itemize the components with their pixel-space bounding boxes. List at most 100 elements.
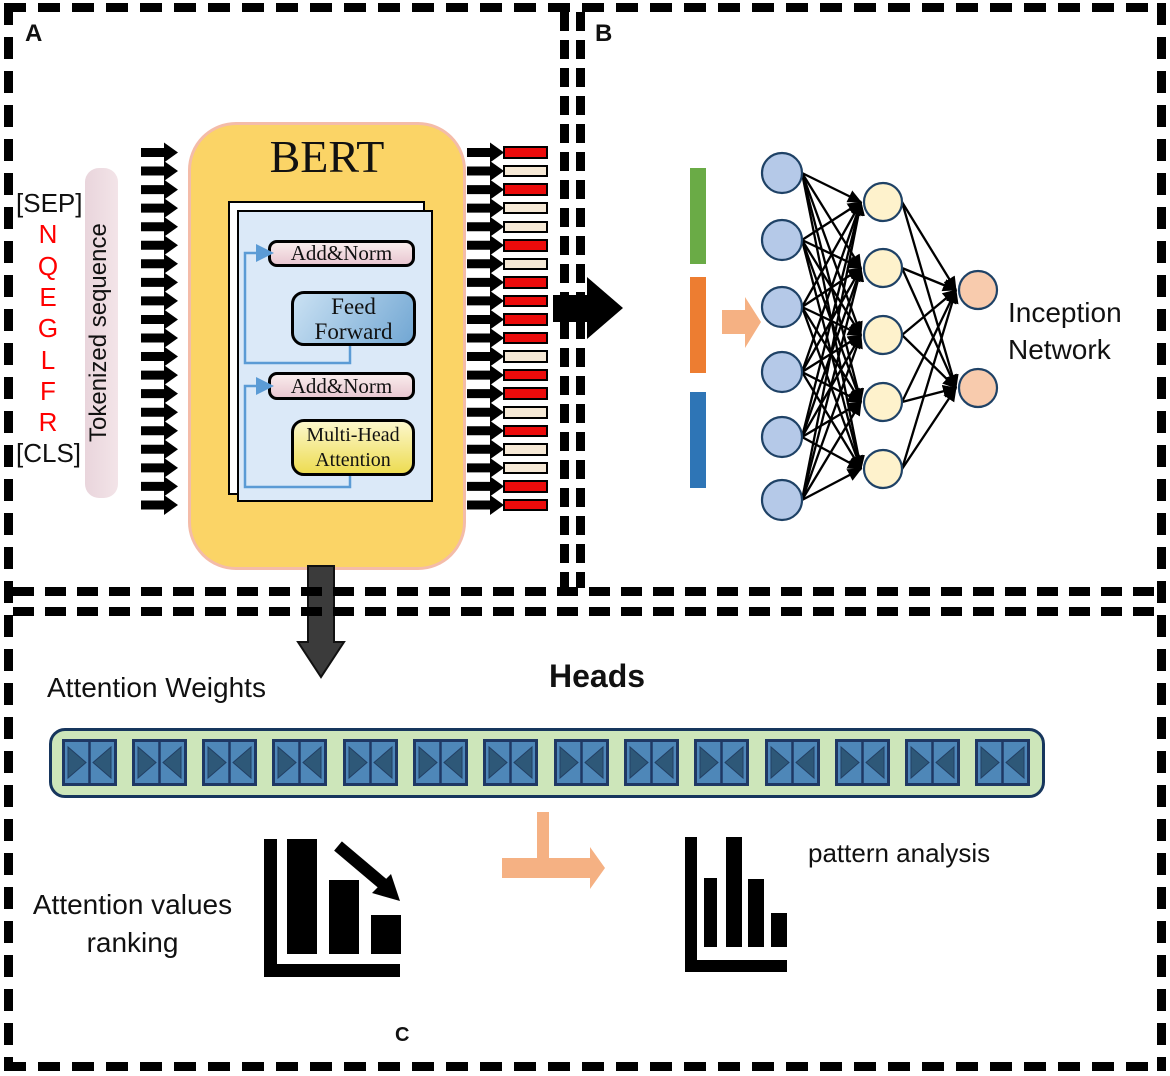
input-arrow [141,365,178,386]
input-arrow [141,420,178,441]
frame-border-top [4,3,1166,12]
divider-horizontal-line-1 [13,587,1157,596]
output-arrow [467,272,504,293]
token-g: G [37,313,59,344]
input-arrow [141,142,178,163]
input-node [760,415,804,459]
output-arrow [467,290,504,311]
output-vector-red [503,424,548,438]
output-vector-red [503,368,548,382]
output-vector-red [503,313,548,326]
bowtie-icon [623,739,679,786]
input-arrow [141,161,178,182]
network-edge [900,289,959,470]
network-edge [801,334,862,373]
divider-horizontal-line-2 [13,607,1157,616]
input-arrow [141,383,178,404]
output-vector-cream [503,406,548,419]
output-arrow [467,494,504,515]
input-arrow [141,457,178,478]
network-edge [800,334,863,501]
input-segment-green [690,168,706,264]
frame-border-right [1157,3,1166,1071]
network-edge [800,267,863,373]
ranking-label-line2: ranking [86,927,179,958]
token-q: Q [37,250,59,281]
network-edge [800,239,863,403]
bert-title: BERT [269,131,385,182]
output-vector-red [503,498,548,512]
tokenized-sequence-bar: Tokenized sequence [85,168,118,498]
output-vector-red [503,331,548,345]
network-edge [801,306,862,403]
token-r: R [38,407,58,438]
input-segment-blue [690,392,706,488]
output-arrow [467,402,504,423]
input-arrow [141,198,178,219]
output-arrow [467,457,504,478]
network-edge [801,305,862,337]
input-arrow [141,290,178,311]
token-cls: [CLS] [16,438,82,469]
network-edge [801,238,862,270]
network-edge [801,435,862,471]
output-vector-cream [503,443,548,456]
add-norm-label-top: Add&Norm [290,241,393,265]
attention-weights-label: Attention Weights [47,672,266,703]
hidden-node [862,314,904,356]
feed-forward-line1: Feed [331,293,376,319]
token-l: L [40,344,56,375]
network-edge [801,401,862,438]
inception-label-line2: Network [1008,334,1111,365]
input-node [760,151,804,195]
add-norm-label-bottom: Add&Norm [290,373,393,398]
network-edge [801,172,862,269]
output-vector-red [503,387,548,400]
heads-label: Heads [549,658,646,694]
input-arrow [141,439,178,460]
divider-vertical-line-1 [560,12,569,588]
network-edge [801,171,862,204]
token-f: F [40,375,56,406]
input-arrow [141,235,178,256]
panel-c-label: C [395,1024,410,1046]
input-arrow [141,272,178,293]
bowtie-icon [553,739,609,786]
network-edge [900,267,958,389]
ranking-label-line1: Attention values [32,889,233,920]
network-edge [800,267,863,438]
output-arrow [467,161,504,182]
network-edge [901,384,957,404]
network-edge [900,289,958,403]
output-vector-red [503,183,548,196]
bowtie-icon [342,739,398,786]
output-vector-cream [503,461,548,475]
inception-label-line1: Inception [1008,297,1122,328]
inception-network-label: Inception Network [1008,294,1122,368]
add-norm-box-bottom: Add&Norm [268,372,415,400]
network-edge [800,172,865,470]
network-edge [801,401,862,501]
input-arrow [141,476,178,497]
heads-to-analysis-arrow [502,812,605,889]
multi-head-attention-box: Multi-Head Attention [291,419,415,476]
network-edge [901,289,957,336]
network-edge [900,201,959,389]
add-norm-box-top: Add&Norm [268,240,415,267]
bowtie-icon [483,739,539,786]
bowtie-icon [131,739,187,786]
divider-vertical-line-2 [576,12,585,588]
network-edge [901,266,957,292]
hidden-node [862,181,904,223]
output-arrow [467,235,504,256]
input-node [760,218,804,262]
output-arrow [467,365,504,386]
output-arrow [467,253,504,274]
network-edge [800,267,865,501]
network-edge [800,239,865,470]
output-arrow [467,328,504,348]
attention-values-ranking-label: Attention values ranking [5,886,260,962]
output-vector-red [503,276,548,289]
input-node [760,478,804,522]
panel-b-label: B [595,20,613,47]
